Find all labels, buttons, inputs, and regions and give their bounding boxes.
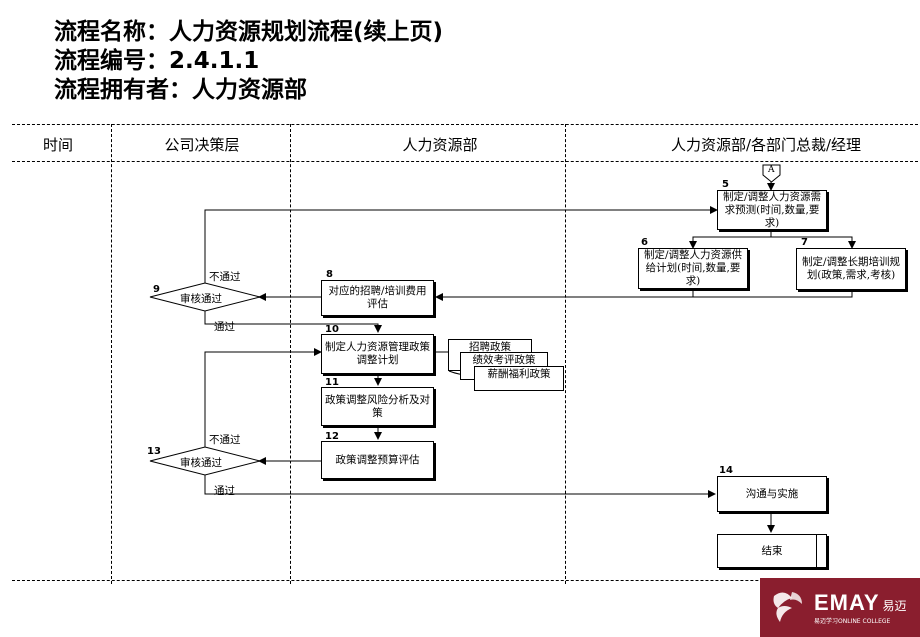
decision-9-text: 审核通过 [180, 293, 222, 305]
step-10-number: 10 [325, 324, 339, 335]
step-5-number: 5 [722, 179, 729, 190]
decision-13-pass-label: 通过 [214, 485, 235, 497]
decision-9-fail-label: 不通过 [209, 271, 241, 283]
lane-decision-layer: 公司决策层 [164, 136, 240, 154]
decision-9-pass-label: 通过 [214, 321, 235, 333]
step-7-box: 制定/调整长期培训规划(政策,需求,考核) [796, 248, 906, 290]
step-8-box: 对应的招聘/培训费用评估 [321, 280, 434, 316]
decision-13-shape [149, 446, 261, 476]
emay-logo-tagline: 易迈学习ONLINE COLLEGE [814, 618, 891, 625]
emay-logo-brand: EMAY [814, 590, 880, 615]
decision-13-number: 13 [147, 446, 161, 457]
step-5-text: 制定/调整人力资源需求预测(时间,数量,要求) [722, 190, 822, 229]
decision-13-fail-label: 不通过 [209, 434, 241, 446]
step-6-number: 6 [641, 237, 648, 248]
step-6-text: 制定/调整人力资源供给计划(时间,数量,要求) [643, 249, 743, 287]
step-10-text: 制定人力资源管理政策调整计划 [325, 341, 430, 366]
step-12-text: 政策调整预算评估 [335, 453, 420, 466]
connector-a-label: A [768, 165, 775, 175]
lane-header-bottom-line [12, 161, 918, 162]
end-box-inner-line [816, 534, 817, 568]
step-14-text: 沟通与实施 [745, 487, 799, 500]
decision-9-number: 9 [153, 284, 160, 295]
lane-time: 时间 [42, 136, 74, 154]
step-12-box: 政策调整预算评估 [321, 441, 434, 479]
step-10-box: 制定人力资源管理政策调整计划 [321, 334, 434, 374]
step-5-box: 制定/调整人力资源需求预测(时间,数量,要求) [717, 190, 827, 230]
document-compensation-policy: 薪酬福利政策 [474, 366, 564, 391]
process-owner: 流程拥有者：人力资源部 [54, 77, 307, 103]
lane-divider-2 [290, 124, 291, 584]
emay-logo: EMAY 易迈 易迈学习ONLINE COLLEGE [760, 578, 920, 637]
step-7-number: 7 [801, 237, 808, 248]
step-8-text: 对应的招聘/培训费用评估 [328, 285, 427, 310]
step-11-number: 11 [325, 377, 339, 388]
connector-a-shape [762, 164, 781, 183]
step-12-number: 12 [325, 431, 339, 442]
lane-hr-department: 人力资源部 [402, 136, 478, 154]
step-14-number: 14 [719, 465, 733, 476]
step-14-box: 沟通与实施 [717, 476, 827, 512]
decision-9-shape [149, 282, 261, 312]
step-11-text: 政策调整风险分析及对策 [325, 393, 430, 419]
emay-logo-mark-icon [773, 591, 802, 622]
process-name: 流程名称：人力资源规划流程(续上页) [54, 19, 444, 45]
step-11-box: 政策调整风险分析及对策 [321, 387, 434, 426]
decision-13-text: 审核通过 [180, 457, 222, 469]
process-number: 流程编号：2.4.1.1 [54, 48, 260, 74]
lane-divider-1 [111, 124, 112, 584]
lane-managers: 人力资源部/各部门总裁/经理 [670, 136, 862, 154]
end-box: 结束 [717, 534, 827, 568]
lane-divider-3 [565, 124, 566, 584]
lane-bottom-line [12, 580, 918, 581]
lane-header-top-line [12, 124, 918, 125]
step-8-number: 8 [326, 269, 333, 280]
step-6-box: 制定/调整人力资源供给计划(时间,数量,要求) [638, 248, 748, 289]
step-7-text: 制定/调整长期培训规划(政策,需求,考核) [801, 256, 901, 281]
end-text: 结束 [761, 544, 783, 557]
emay-logo-chinese: 易迈 [882, 599, 907, 613]
